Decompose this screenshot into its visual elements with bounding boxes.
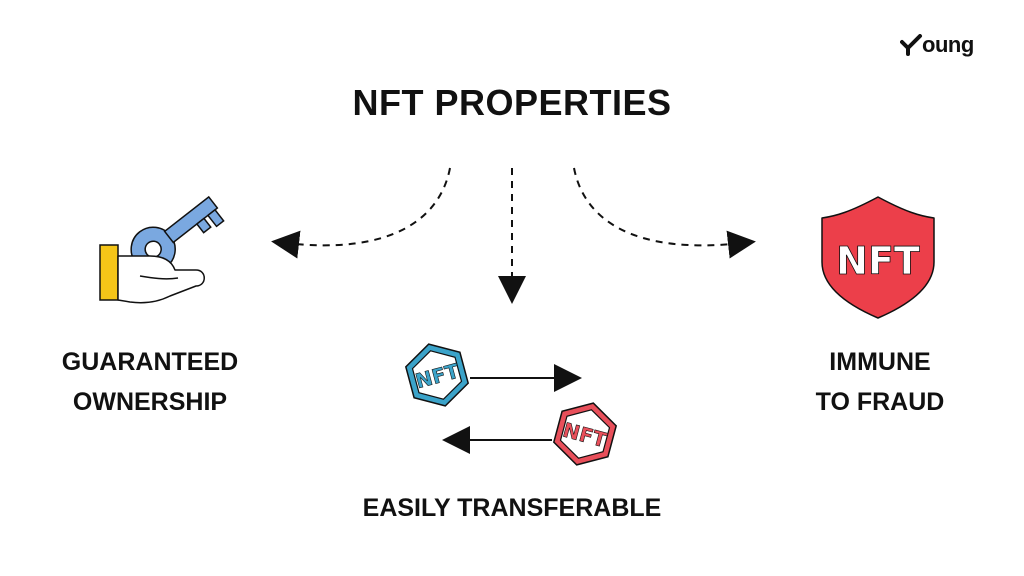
brand-wordmark: oung — [922, 32, 974, 57]
label-easily-transferable: EASILY TRANSFERABLE — [362, 494, 662, 522]
nft-transfer-icon: NFT NFT — [404, 343, 618, 466]
nft-shield-icon: NFT — [821, 196, 935, 319]
brand-logo: oung — [900, 30, 980, 60]
nft-hex-red: NFT — [552, 402, 618, 466]
dashed-arrow-left — [271, 167, 451, 259]
label-immune-to-fraud: IMMUNE TO FRAUD — [780, 342, 980, 422]
dashed-arrow-right — [573, 167, 756, 259]
label-line: IMMUNE — [829, 348, 931, 376]
label-line: OWNERSHIP — [72, 388, 228, 416]
label-line: TO FRAUD — [815, 388, 945, 416]
page-title: NFT PROPERTIES — [352, 82, 672, 123]
nft-hex-blue: NFT — [404, 343, 470, 407]
nft-shield-text: NFT — [836, 239, 920, 283]
hand-key-icon — [99, 195, 225, 304]
label-guaranteed-ownership: GUARANTEED OWNERSHIP — [40, 342, 260, 422]
checkmark-y-icon — [900, 34, 922, 56]
nft-badge-red-text: NFT — [560, 418, 609, 453]
label-line: GUARANTEED — [61, 348, 239, 376]
